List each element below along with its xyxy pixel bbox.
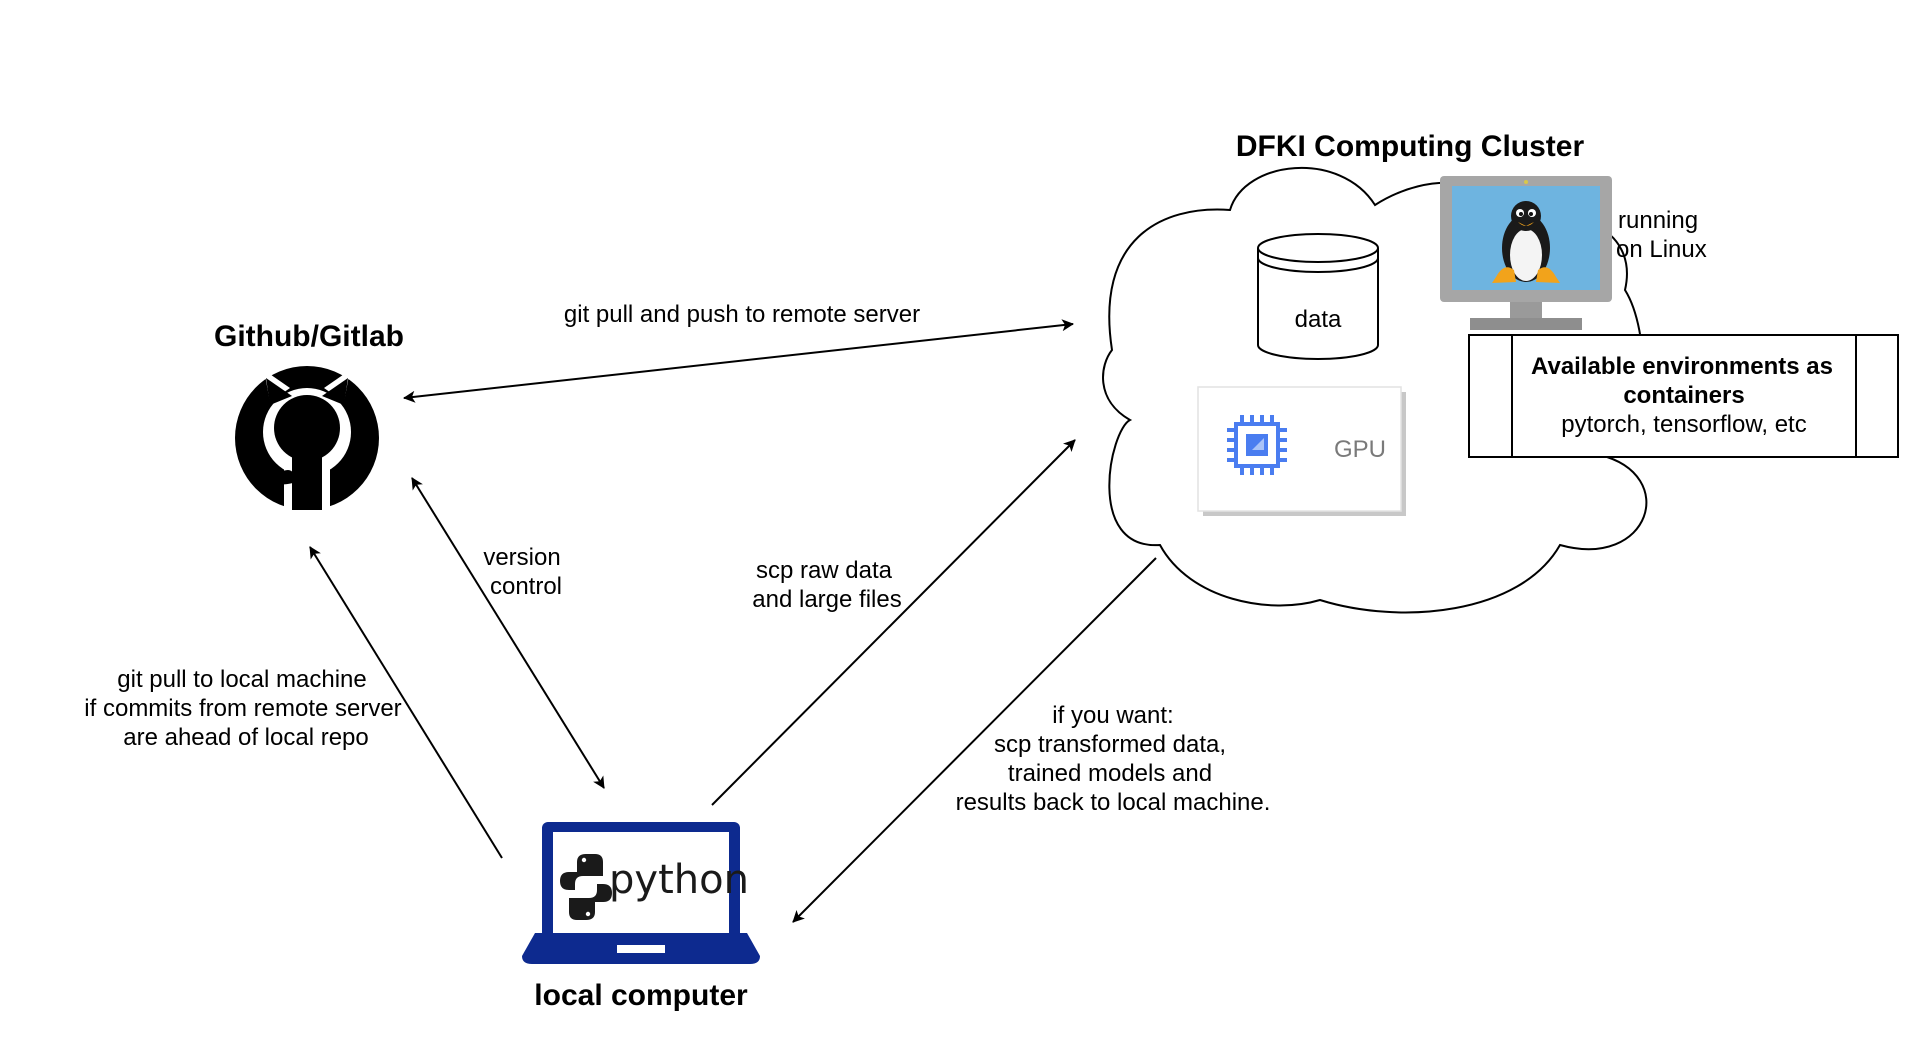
local-computer-title: local computer bbox=[534, 979, 748, 1012]
edge-version-control bbox=[411, 477, 605, 789]
edge-scp-back-label-1: if you want: bbox=[1052, 702, 1173, 729]
linux-tux-icon bbox=[1492, 201, 1560, 283]
edge-scp-back-label-3: trained models and bbox=[1008, 760, 1212, 787]
github-octocat-icon bbox=[235, 366, 379, 511]
python-logo-icon bbox=[560, 854, 612, 920]
environments-box bbox=[1468, 334, 1899, 458]
edge-version-control-label-1: version bbox=[483, 544, 560, 571]
environments-title-line-1: Available environments as bbox=[1531, 353, 1833, 380]
environments-title-line-2: containers bbox=[1623, 382, 1744, 409]
edge-scp-back-label-2: scp transformed data, bbox=[994, 731, 1226, 758]
laptop-icon bbox=[522, 822, 760, 964]
linux-note-line-1: running bbox=[1618, 207, 1698, 234]
edge-scp-back-label-4: results back to local machine. bbox=[956, 789, 1271, 816]
cluster-title: DFKI Computing Cluster bbox=[1236, 130, 1585, 163]
edge-scp-raw-label-2: and large files bbox=[752, 586, 901, 613]
edge-version-control-label-2: control bbox=[490, 573, 562, 600]
edge-scp-raw bbox=[711, 439, 1076, 806]
edge-git-pull-label-3: are ahead of local repo bbox=[123, 724, 369, 751]
edge-scp-raw-label-1: scp raw data bbox=[756, 557, 893, 584]
chip-icon bbox=[1227, 415, 1287, 475]
data-store-label: data bbox=[1295, 306, 1342, 333]
edge-git-pull-label-1: git pull to local machine bbox=[117, 666, 366, 693]
gpu-label: GPU bbox=[1334, 436, 1386, 463]
environments-list: pytorch, tensorflow, etc bbox=[1561, 411, 1806, 438]
laptop-screen-text: python bbox=[609, 857, 749, 903]
edge-git-remote-label: git pull and push to remote server bbox=[564, 301, 920, 328]
edge-scp-back bbox=[792, 557, 1157, 923]
github-title: Github/Gitlab bbox=[214, 320, 404, 353]
database-cylinder-icon bbox=[1257, 233, 1379, 360]
linux-note-line-2: on Linux bbox=[1616, 236, 1707, 263]
edge-git-pull-label-2: if commits from remote server bbox=[84, 695, 401, 722]
edge-git-remote bbox=[403, 319, 1074, 403]
edge-git-pull-local bbox=[309, 546, 503, 859]
